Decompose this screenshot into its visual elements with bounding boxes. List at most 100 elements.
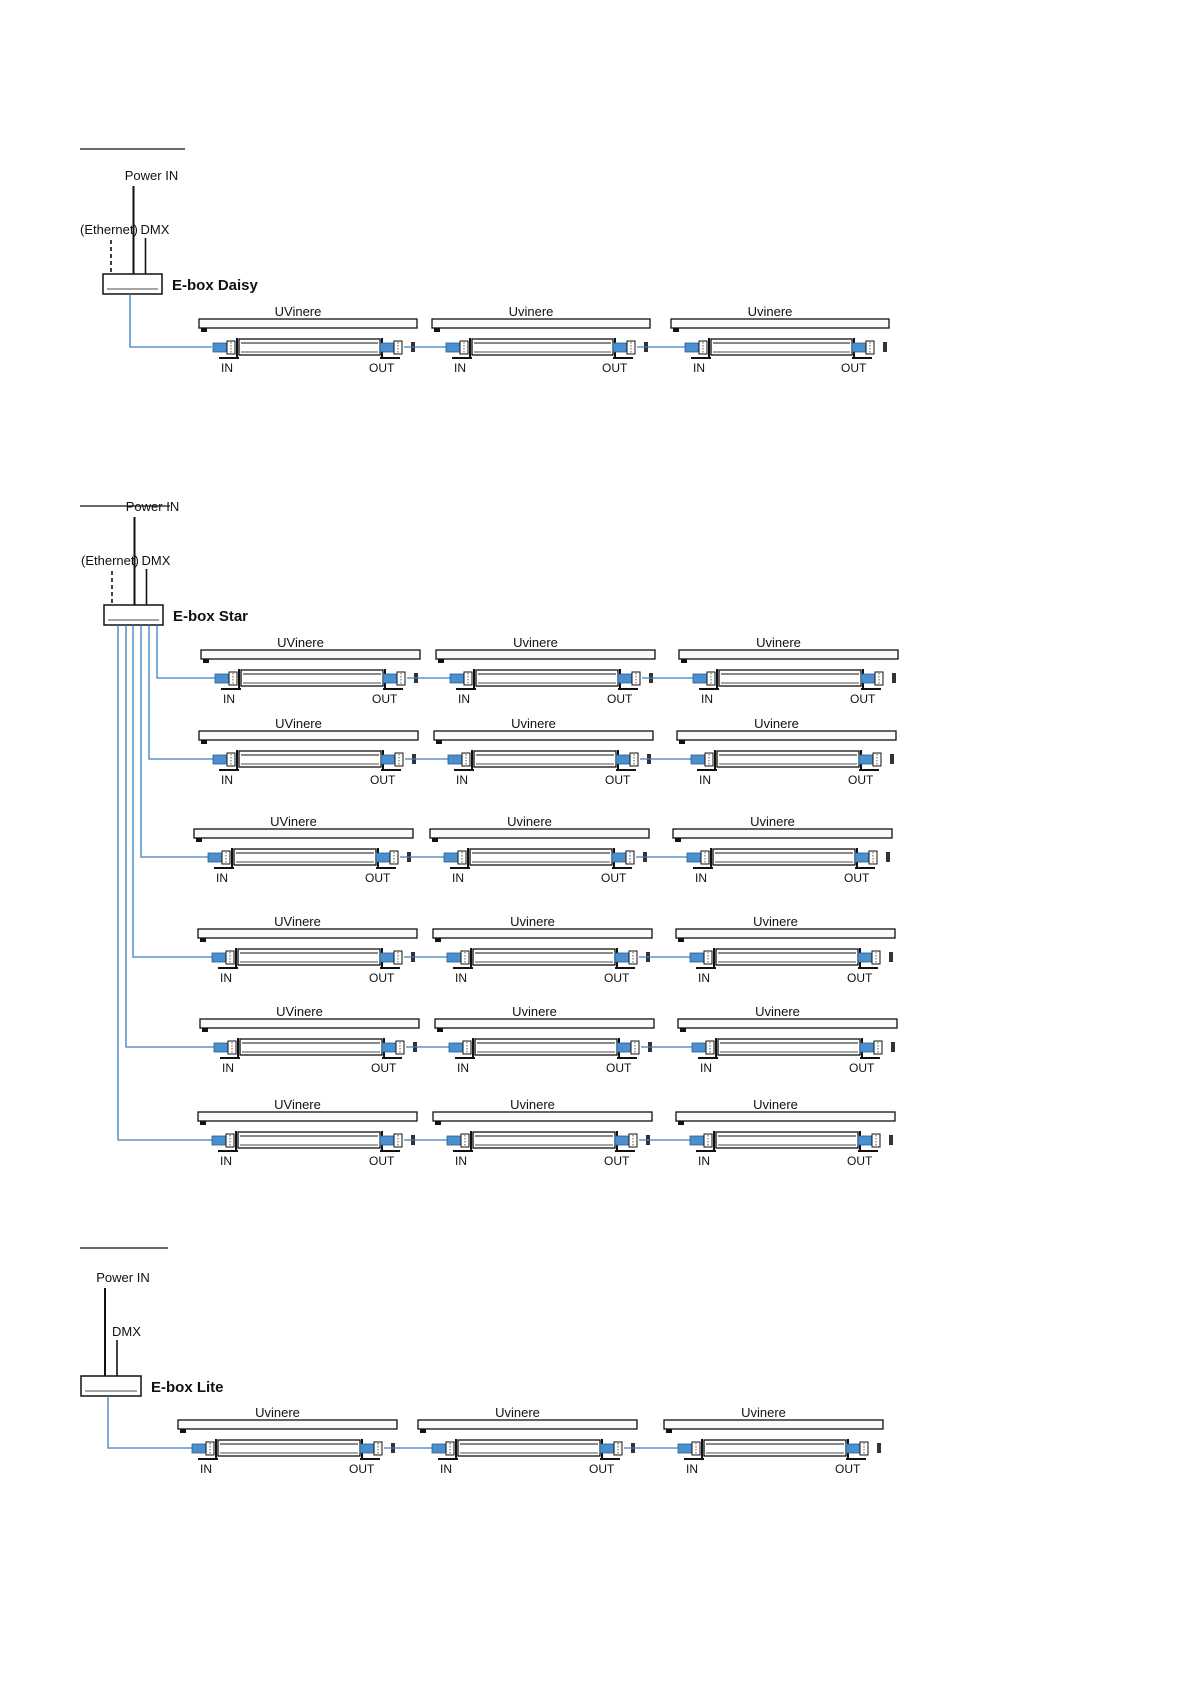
out-label: OUT [841, 361, 867, 375]
fixture-body [472, 1131, 616, 1149]
connector-housing [396, 671, 406, 686]
connector-housing [703, 1133, 713, 1148]
fixture-body [233, 848, 377, 866]
out-connector [858, 752, 882, 767]
out-label: OUT [370, 773, 396, 787]
connector-housing [626, 340, 636, 355]
connector-housing [389, 850, 399, 865]
in-connector [212, 340, 236, 355]
fixture-top-bar [199, 1018, 420, 1029]
connector-plug [614, 1135, 630, 1146]
connector-housing [459, 340, 469, 355]
connector-plug [599, 1443, 615, 1454]
connector-plug [382, 673, 398, 684]
connector-plug [689, 1135, 705, 1146]
fixture-body [472, 948, 616, 966]
out-connector [599, 1441, 623, 1456]
in-connector [446, 1133, 470, 1148]
connector-housing [631, 671, 641, 686]
bracket-left [453, 948, 473, 969]
out-connector [614, 1133, 638, 1148]
out-label: OUT [835, 1462, 861, 1476]
feed-cable [125, 625, 214, 1048]
ebox-label: E-box Daisy [172, 277, 259, 294]
connector-housing [228, 671, 238, 686]
end-cap [891, 1042, 895, 1052]
out-label: OUT [365, 871, 391, 885]
bracket-left [697, 750, 717, 771]
connector-plug [446, 1135, 462, 1146]
in-label: IN [698, 971, 710, 985]
connector-plug [686, 852, 702, 863]
in-label: IN [221, 773, 233, 787]
connector-plug [212, 342, 228, 353]
bracket-left [219, 750, 239, 771]
connector-plug [431, 1443, 447, 1454]
fixture-body [475, 669, 619, 687]
connector-plug [213, 1042, 229, 1053]
feed-cable [107, 1396, 192, 1449]
fixture-name: UVinere [275, 304, 322, 319]
in-connector [448, 1040, 472, 1055]
bracket-left [453, 1131, 473, 1152]
out-label: OUT [844, 871, 870, 885]
connector-housing [462, 1040, 472, 1055]
out-connector [857, 1133, 881, 1148]
fixture-body [217, 1439, 361, 1457]
connector-plug [449, 673, 465, 684]
out-label: OUT [371, 1061, 397, 1075]
fixture-name: Uvinere [495, 1405, 540, 1420]
fixture-name: Uvinere [255, 1405, 300, 1420]
bracket-left [455, 1038, 475, 1059]
out-connector [375, 850, 399, 865]
connector-plug [615, 754, 631, 765]
fixture-foot [201, 740, 207, 744]
ebox [103, 604, 164, 626]
out-connector [859, 1040, 883, 1055]
connector-housing [461, 752, 471, 767]
bracket-left [684, 1439, 704, 1460]
out-label: OUT [606, 1061, 632, 1075]
fixture-foot [436, 740, 442, 744]
fixture-top-bar [435, 649, 656, 660]
fixture-body [238, 750, 382, 768]
fixture-body [717, 1038, 861, 1056]
connector-plug [379, 952, 395, 963]
bracket-left [696, 1131, 716, 1152]
connector-housing [706, 671, 716, 686]
connector-plug [445, 342, 461, 353]
in-label: IN [455, 971, 467, 985]
connector-housing [628, 1133, 638, 1148]
fixture-foot [434, 328, 440, 332]
connector-housing [221, 850, 231, 865]
fixture-top-bar [193, 828, 414, 839]
fixture-name: Uvinere [507, 814, 552, 829]
out-connector [381, 1040, 405, 1055]
fixture-body [715, 1131, 859, 1149]
connector-plug [207, 852, 223, 863]
out-connector [379, 1133, 403, 1148]
out-label: OUT [604, 971, 630, 985]
connector-plug [616, 1042, 632, 1053]
fixture-body [237, 948, 381, 966]
connector-plug [380, 754, 396, 765]
fixture-top-bar [433, 730, 654, 741]
fixture-top-bar [431, 318, 651, 329]
fixture-body [710, 338, 853, 356]
fixture-top-bar [429, 828, 650, 839]
in-label: IN [220, 971, 232, 985]
out-label: OUT [847, 971, 873, 985]
in-label: IN [455, 1154, 467, 1168]
fixture-foot [201, 328, 207, 332]
out-connector [380, 752, 404, 767]
connector-housing [205, 1441, 215, 1456]
fixture-top-bar [177, 1419, 398, 1430]
